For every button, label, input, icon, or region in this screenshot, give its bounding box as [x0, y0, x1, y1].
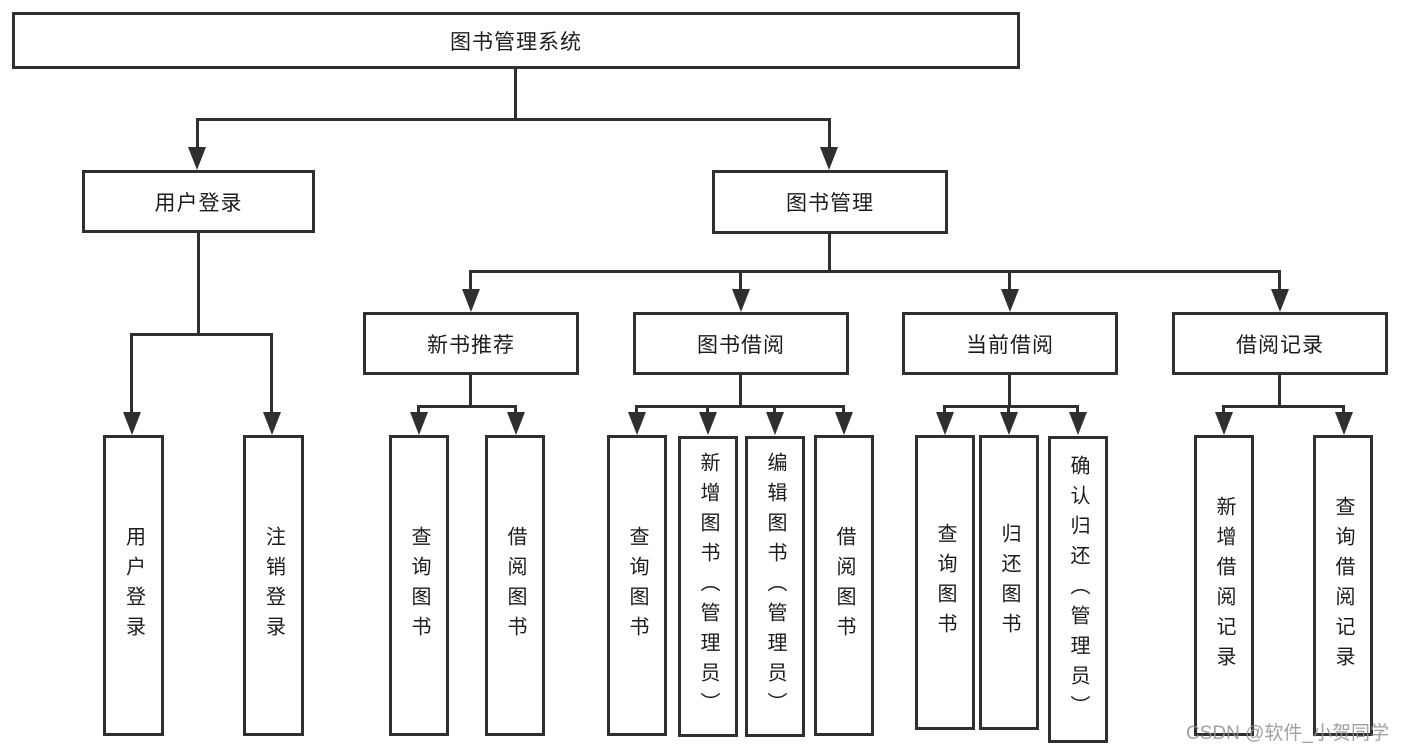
leaf-bb-edit-book-admin: 编辑图书（管理员）: [745, 436, 805, 737]
node-new-book-recommend-label: 新书推荐: [427, 333, 515, 357]
leaf-br-query-record-label: 查询借阅记录: [1332, 495, 1354, 676]
arrowhead-br-leaf1: [1215, 412, 1233, 435]
leaf-cb-confirm-return-admin: 确认归还（管理员）: [1048, 436, 1108, 743]
connector-book-management-rail: [470, 270, 1281, 273]
leaf-logout-label: 注销登录: [262, 525, 285, 646]
arrowhead-leaf-user-login: [123, 412, 141, 435]
leaf-nbr-borrow-book: 借阅图书: [485, 435, 545, 736]
connector-borrow-record-rail: [1223, 405, 1344, 408]
node-new-book-recommend: 新书推荐: [363, 312, 579, 375]
connector-bb-leaf1: [635, 405, 638, 415]
leaf-bb-query-book-label: 查询图书: [626, 525, 648, 646]
arrowhead-bb-leaf4: [835, 412, 853, 435]
connector-to-book-management: [828, 118, 831, 150]
arrowhead-borrow-record: [1271, 289, 1289, 312]
arrowhead-book-borrow: [732, 289, 750, 312]
leaf-br-query-record: 查询借阅记录: [1313, 435, 1373, 736]
leaf-br-add-record-label: 新增借阅记录: [1213, 495, 1235, 676]
connector-br-leaf2: [1342, 405, 1345, 415]
connector-book-borrow-rail: [636, 405, 845, 408]
arrowhead-nbr-leaf1: [410, 412, 428, 435]
connector-to-current-borrow: [1008, 270, 1011, 292]
arrowhead-cb-leaf2: [1000, 412, 1018, 435]
connector-bb-leaf2: [706, 405, 709, 415]
connector-cb-leaf3: [1076, 405, 1079, 415]
node-book-borrow: 图书借阅: [633, 312, 849, 375]
arrowhead-user-login: [188, 147, 206, 170]
connector-nbr-leaf2: [514, 405, 517, 415]
arrowhead-new-book-rec: [462, 289, 480, 312]
leaf-user-login: 用户登录: [103, 435, 164, 736]
connector-cb-leaf1: [943, 405, 946, 415]
connector-user-login-rail: [131, 333, 273, 336]
leaf-cb-query-book-label: 查询图书: [934, 522, 956, 643]
leaf-bb-borrow-book-label: 借阅图书: [833, 525, 855, 646]
connector-cb-leaf2: [1007, 405, 1010, 415]
node-book-management-label: 图书管理: [786, 192, 874, 215]
node-borrow-record: 借阅记录: [1172, 312, 1388, 375]
leaf-bb-edit-book-admin-label: 编辑图书（管理员）: [764, 451, 786, 722]
arrowhead-current-borrow: [1001, 289, 1019, 312]
node-user-login: 用户登录: [82, 170, 315, 233]
leaf-bb-add-book-admin-label: 新增图书（管理员）: [697, 451, 719, 722]
node-book-management: 图书管理: [712, 170, 948, 234]
connector-bb-leaf4: [842, 405, 845, 415]
node-current-borrow-label: 当前借阅: [966, 333, 1054, 357]
arrowhead-bb-leaf1: [628, 412, 646, 435]
arrowhead-cb-leaf1: [936, 412, 954, 435]
node-root-library-management-system: 图书管理系统: [12, 12, 1020, 69]
leaf-cb-return-book: 归还图书: [979, 435, 1039, 730]
csdn-watermark: CSDN @软件_小贺同学: [1186, 723, 1389, 744]
leaf-logout: 注销登录: [243, 435, 304, 736]
connector-root-stem: [514, 69, 517, 120]
leaf-bb-add-book-admin: 新增图书（管理员）: [678, 436, 738, 737]
leaf-cb-return-book-label: 归还图书: [998, 522, 1020, 643]
connector-borrow-record-stem: [1278, 375, 1281, 408]
node-current-borrow: 当前借阅: [902, 312, 1118, 375]
arrowhead-nbr-leaf2: [507, 412, 525, 435]
connector-nbr-leaf1: [417, 405, 420, 415]
leaf-nbr-query-book: 查询图书: [389, 435, 449, 736]
leaf-br-add-record: 新增借阅记录: [1194, 435, 1254, 736]
arrowhead-bb-leaf3: [766, 412, 784, 435]
connector-current-borrow-stem: [1008, 375, 1011, 408]
connector-to-borrow-record: [1278, 270, 1281, 292]
leaf-nbr-query-book-label: 查询图书: [408, 525, 430, 646]
connector-book-borrow-stem: [739, 375, 742, 408]
arrowhead-bb-leaf2: [699, 412, 717, 435]
node-user-login-label: 用户登录: [154, 191, 243, 215]
arrowhead-book-management: [820, 147, 838, 170]
connector-root-rail: [197, 118, 831, 121]
connector-bb-leaf3: [773, 405, 776, 415]
node-borrow-record-label: 借阅记录: [1236, 333, 1324, 357]
connector-user-login-stem: [197, 233, 200, 336]
leaf-nbr-borrow-book-label: 借阅图书: [504, 525, 526, 646]
connector-to-book-borrow: [739, 270, 742, 292]
connector-book-management-stem: [828, 234, 831, 273]
arrowhead-cb-leaf3: [1069, 412, 1087, 435]
node-book-borrow-label: 图书借阅: [697, 333, 785, 357]
arrowhead-br-leaf2: [1335, 412, 1353, 435]
connector-to-leaf-logout: [270, 333, 273, 414]
leaf-user-login-label: 用户登录: [122, 525, 145, 646]
arrowhead-leaf-logout: [263, 412, 281, 435]
connector-new-book-rec-stem: [469, 375, 472, 408]
node-root-label: 图书管理系统: [450, 30, 582, 54]
connector-current-borrow-rail: [944, 405, 1079, 408]
leaf-bb-query-book: 查询图书: [607, 435, 667, 736]
connector-br-leaf1: [1222, 405, 1225, 415]
leaf-bb-borrow-book: 借阅图书: [814, 435, 874, 736]
leaf-cb-query-book: 查询图书: [915, 435, 975, 730]
leaf-cb-confirm-return-admin-label: 确认归还（管理员）: [1067, 454, 1089, 725]
connector-new-book-rec-rail: [418, 405, 517, 408]
connector-to-leaf-user-login: [130, 333, 133, 414]
connector-to-user-login: [196, 118, 199, 150]
connector-to-new-book-rec: [469, 270, 472, 292]
